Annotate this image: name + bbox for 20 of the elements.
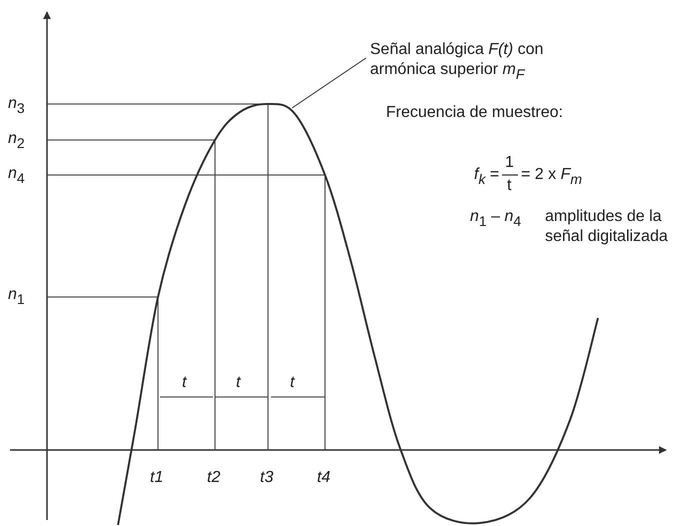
- fraction-denominator: t: [507, 176, 512, 196]
- axis-value-label: n$_{3}$: [8, 94, 25, 114]
- interval-label: t: [182, 373, 186, 393]
- formula-heading: Frecuencia de muestreo:: [386, 103, 563, 123]
- formula-text: = 2 x F$_{m}$: [521, 165, 582, 185]
- formula-text: n$_{1}$ – n$_{4}$: [470, 207, 522, 227]
- time-label: t1: [150, 468, 164, 488]
- axis-value-label: n$_{2}$: [8, 129, 25, 149]
- fraction-numerator: 1: [505, 153, 514, 173]
- interval-label: t: [236, 373, 240, 393]
- time-label: t2: [207, 468, 220, 488]
- time-label: t4: [317, 468, 330, 488]
- axis-value-label: n$_{4}$: [8, 164, 25, 184]
- formula-text: f$_{k}$ =: [474, 165, 500, 185]
- interval-label: t: [290, 373, 294, 393]
- axis-value-label: n$_{1}$: [8, 285, 25, 305]
- time-label: t3: [260, 468, 274, 488]
- leader-line: [292, 58, 366, 108]
- note-text: amplitudes de la señal digitalizada: [545, 207, 669, 247]
- signal-annotation: Señal analógica F(t) con armónica superior m$_{F}$: [370, 40, 610, 80]
